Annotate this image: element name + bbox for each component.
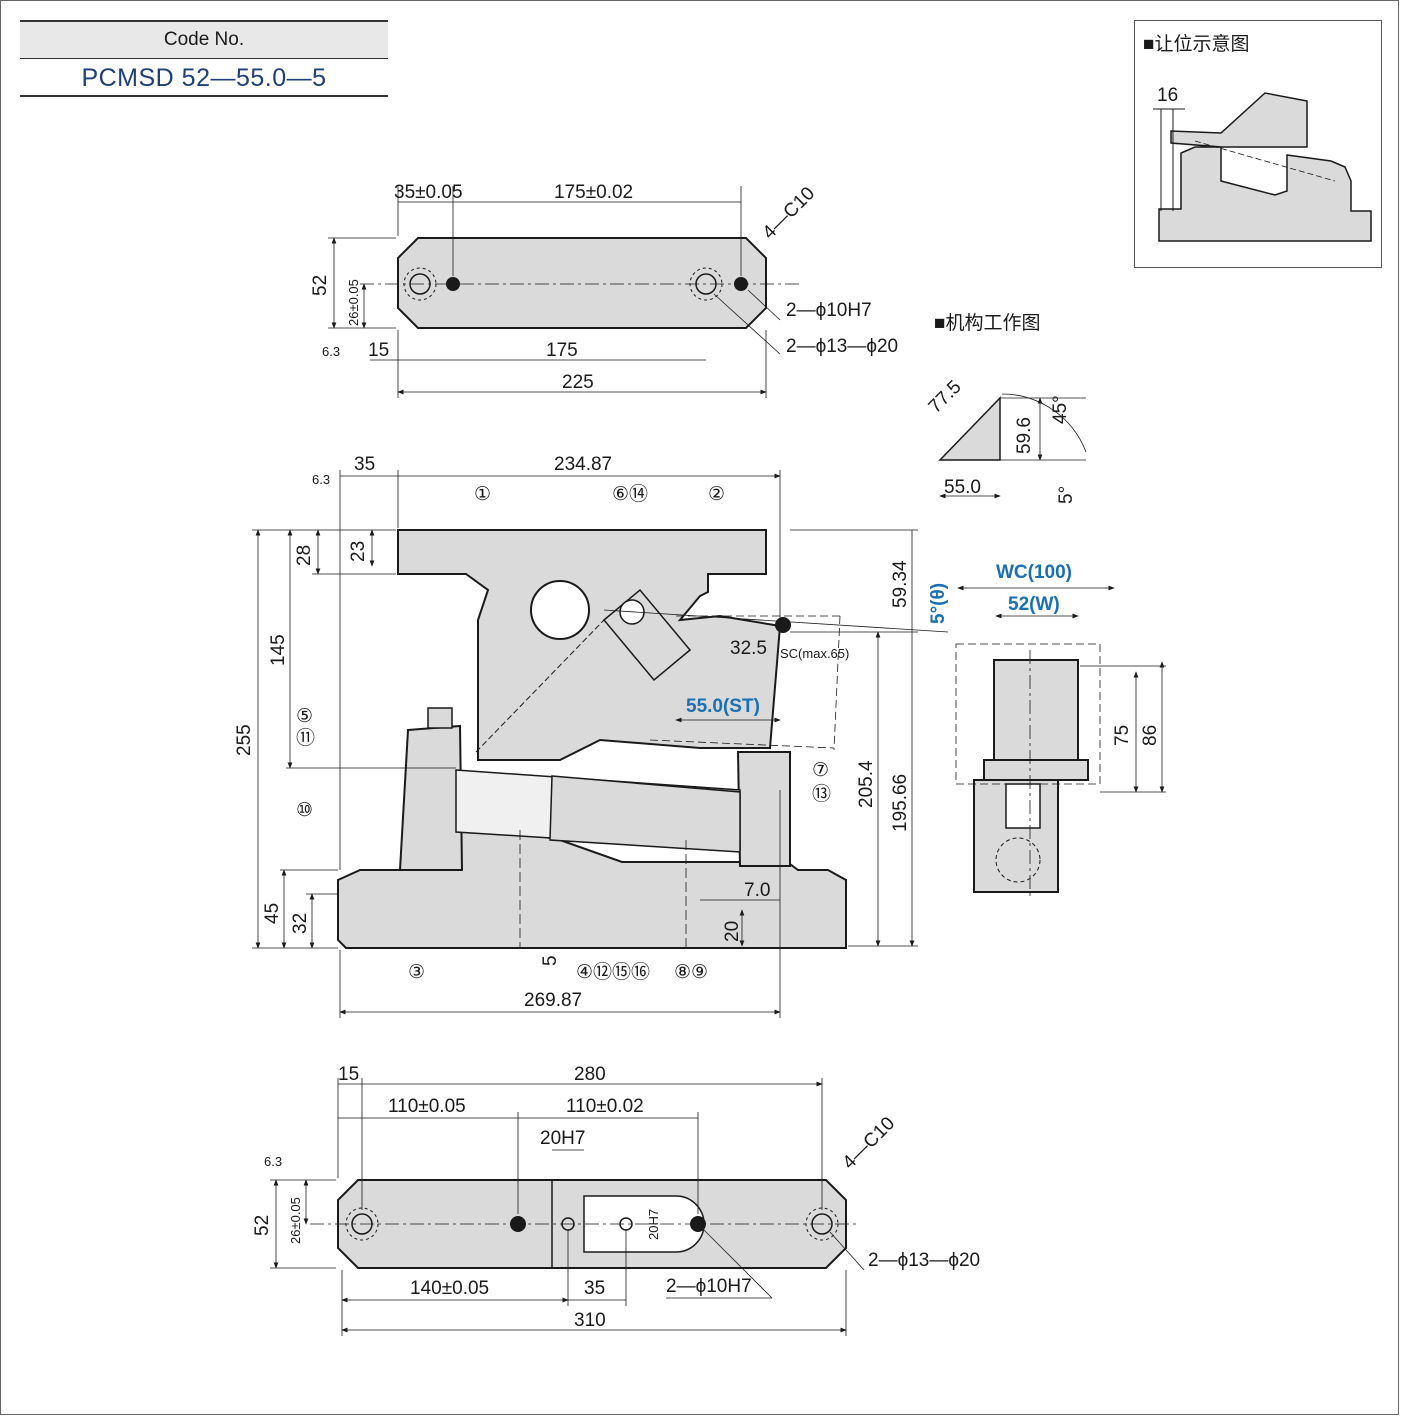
bottom-slot: 20H7 (646, 1209, 661, 1240)
mech-b: 59.6 (1014, 417, 1035, 454)
clearance-title: ■让位示意图 (1143, 34, 1250, 55)
part-13: ⑬ (812, 783, 831, 805)
bottom-d15: 15 (338, 1064, 359, 1085)
bottom-d310: 310 (574, 1310, 606, 1331)
mech-d: 55.0 (944, 477, 981, 498)
bottom-d280: 280 (574, 1064, 606, 1085)
top-d35: 35±0.05 (394, 182, 463, 203)
front-angle: 5°(θ) (928, 583, 949, 624)
front-d28: 28 (294, 545, 315, 566)
part-4-12-15-16: ④⑫⑮⑯ (576, 961, 650, 983)
top-pin: 2—ϕ10H7 (786, 300, 872, 321)
top-d225: 225 (562, 372, 594, 393)
front-view: 35 234.87 255 145 28 23 45 32 5 269.87 5… (234, 454, 949, 1018)
clearance-dim: 16 (1157, 85, 1178, 106)
part-10: ⑩ (296, 800, 313, 821)
part-7: ⑦ (812, 760, 829, 781)
bottom-pin: 2—ϕ10H7 (666, 1276, 752, 1297)
top-d52: 52 (310, 275, 331, 296)
bottom-rough: 6.3 (264, 1154, 282, 1169)
top-view: 35±0.05 175±0.02 4—C10 52 26±0.05 2—ϕ10H… (310, 182, 898, 398)
front-rough: 6.3 (312, 472, 330, 487)
side-view: WC(100) 52(W) 75 86 (955, 562, 1166, 900)
front-stroke: 55.0(ST) (686, 696, 760, 717)
part-2: ② (708, 484, 725, 505)
bottom-d110b: 110±0.02 (566, 1096, 644, 1117)
front-d325: 32.5 (730, 638, 767, 659)
front-d255: 255 (234, 724, 255, 756)
top-d26: 26±0.05 (346, 279, 361, 326)
top-d175t: 175±0.02 (554, 182, 633, 203)
front-d205: 205.4 (856, 760, 877, 808)
side-wc: WC(100) (996, 562, 1072, 583)
bottom-chamfer: 4—C10 (839, 1113, 899, 1173)
clearance-diagram: ■让位示意图 16 (1134, 20, 1382, 268)
bottom-d35: 35 (584, 1278, 605, 1299)
front-d234: 234.87 (554, 454, 612, 475)
front-d32: 32 (290, 913, 311, 934)
front-d45: 45 (262, 903, 283, 924)
part-1: ① (474, 484, 491, 505)
code-number-box: Code No. PCMSD 52—55.0—5 (20, 20, 388, 97)
top-bolt: 2—ϕ13—ϕ20 (786, 336, 898, 357)
front-d195: 195.66 (890, 774, 911, 832)
front-d35: 35 (354, 454, 375, 475)
bottom-d26: 26±0.05 (288, 1197, 303, 1244)
mech-a: 77.5 (925, 377, 966, 418)
bottom-view: 15 280 110±0.05 110±0.02 20H7 4—C10 52 2… (252, 1064, 980, 1336)
side-d86: 86 (1140, 725, 1161, 746)
bottom-d140: 140±0.05 (410, 1278, 489, 1299)
mechanism-title: ■机构工作图 (934, 313, 1041, 334)
part-11: ⑪ (296, 727, 315, 749)
bottom-d52: 52 (252, 1215, 273, 1236)
code-value: PCMSD 52—55.0—5 (20, 59, 388, 97)
side-d75: 75 (1112, 725, 1133, 746)
top-chamfer: 4—C10 (759, 183, 819, 243)
part-6-14: ⑥⑭ (612, 483, 648, 505)
mech-e: 5° (1056, 486, 1077, 504)
part-5: ⑤ (296, 706, 313, 727)
bottom-d110a: 110±0.05 (388, 1096, 466, 1117)
top-d175: 175 (546, 340, 578, 361)
code-label: Code No. (20, 20, 388, 59)
front-d70: 7.0 (744, 880, 770, 901)
front-d23: 23 (348, 541, 369, 562)
part-8-9: ⑧⑨ (674, 962, 708, 983)
bottom-bolt: 2—ϕ13—ϕ20 (868, 1250, 980, 1271)
mechanism-diagram: 77.5 59.6 45° 55.0 5° (925, 377, 1087, 504)
front-d20: 20 (722, 921, 743, 942)
bottom-d20h7: 20H7 (540, 1128, 585, 1149)
front-d59: 59.34 (890, 560, 911, 608)
front-d145: 145 (268, 634, 289, 666)
clearance-svg: 16 (1153, 85, 1372, 242)
mech-c: 45° (1050, 395, 1071, 424)
top-d15: 15 (368, 340, 389, 361)
front-sc: SC(max.65) (780, 646, 849, 661)
front-d269: 269.87 (524, 990, 582, 1011)
top-rough: 6.3 (322, 344, 340, 359)
front-d5: 5 (540, 955, 561, 966)
side-w: 52(W) (1008, 594, 1060, 615)
part-3: ③ (408, 962, 425, 983)
